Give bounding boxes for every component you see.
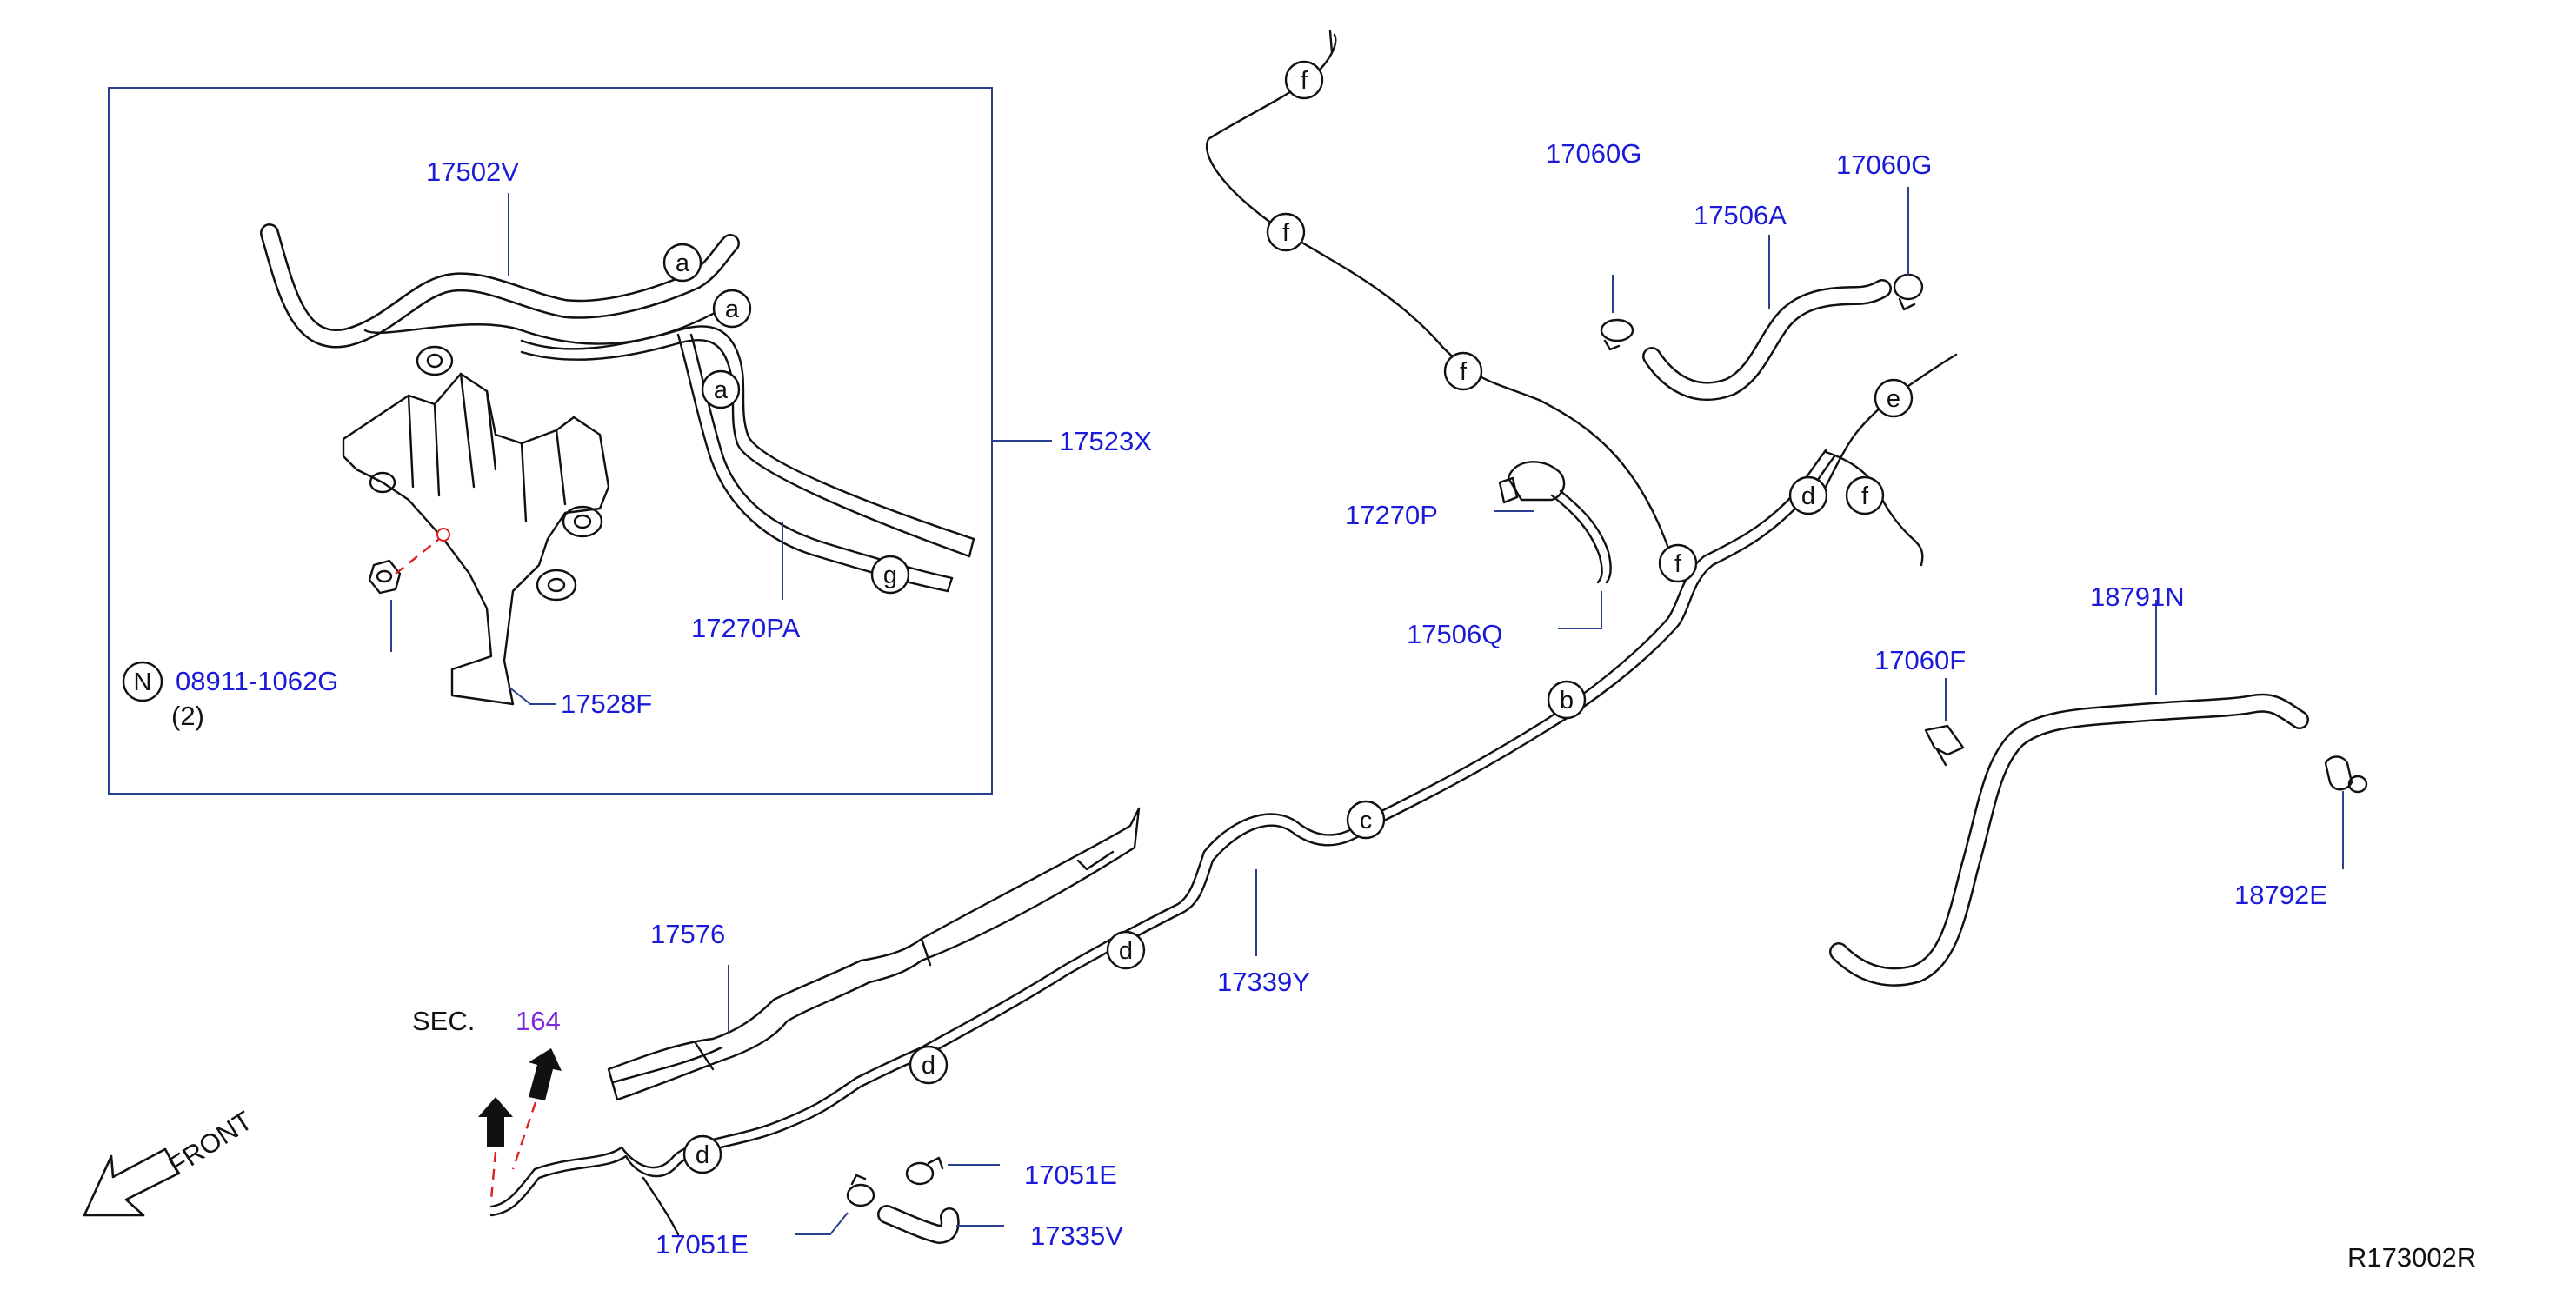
bracket-17528F: [342, 345, 610, 706]
svg-text:a: a: [676, 249, 690, 277]
svg-text:d: d: [922, 1052, 935, 1080]
label-17502V: 17502V: [426, 156, 519, 187]
svg-text:a: a: [714, 376, 729, 404]
label-17339Y: 17339Y: [1217, 967, 1310, 997]
callout-c: c: [1346, 800, 1386, 840]
clamp-17051E-left: [846, 1174, 875, 1207]
label-sec-164: 164: [516, 1006, 561, 1036]
svg-text:f: f: [1674, 550, 1682, 578]
svg-text:f: f: [1282, 219, 1290, 247]
clamp-17060G-left: [1600, 318, 1634, 351]
callout-a-1: a: [662, 243, 702, 283]
svg-text:g: g: [883, 562, 897, 589]
svg-text:b: b: [1560, 687, 1574, 715]
callout-n-symbol: N: [122, 661, 163, 702]
callout-g: g: [870, 555, 910, 595]
clamp-17051E-right: [905, 1156, 944, 1186]
callout-d-1: d: [1788, 475, 1828, 515]
label-17060G-left: 17060G: [1546, 138, 1641, 169]
label-08911-1062G: 08911-1062G: [176, 666, 338, 696]
label-17576: 17576: [650, 919, 725, 949]
callout-e: e: [1874, 378, 1914, 418]
svg-text:e: e: [1887, 385, 1900, 413]
hose-18791N: [1829, 693, 2309, 987]
label-17335V: 17335V: [1030, 1220, 1123, 1251]
label-17051E-right: 17051E: [1024, 1160, 1117, 1190]
label-qty-2: (2): [171, 701, 204, 731]
svg-text:a: a: [725, 296, 740, 323]
bolt-hole: [436, 528, 450, 542]
svg-text:f: f: [1460, 358, 1468, 386]
inset-fuel-lines: [520, 325, 975, 593]
label-front: FRONT: [163, 1105, 258, 1181]
label-18791N: 18791N: [2090, 582, 2185, 612]
figure-reference: R173002R: [2347, 1242, 2476, 1273]
hose-17335V: [877, 1205, 960, 1244]
callout-f-4: f: [1658, 543, 1698, 583]
label-18792E: 18792E: [2234, 880, 2327, 910]
clamp-17060G-right: [1893, 273, 1924, 311]
svg-text:c: c: [1360, 807, 1373, 835]
callout-a-3: a: [701, 369, 741, 409]
label-17051E-left: 17051E: [656, 1229, 749, 1260]
callout-f-1: f: [1284, 60, 1324, 100]
callout-d-2: d: [1106, 930, 1146, 970]
up-arrow-icon: [478, 1048, 562, 1200]
clamp-17060F: [1924, 724, 1965, 767]
svg-text:d: d: [696, 1141, 709, 1169]
label-17270PA: 17270PA: [691, 613, 801, 643]
callout-a-2: a: [712, 289, 752, 329]
vapor-line-upper: [1205, 30, 1674, 580]
svg-text:f: f: [1301, 67, 1308, 95]
svg-text:d: d: [1801, 482, 1815, 510]
svg-text:d: d: [1119, 937, 1133, 965]
callout-f-2: f: [1266, 212, 1306, 252]
label-17528F: 17528F: [561, 688, 652, 719]
clip-18792E: [2324, 755, 2368, 794]
fuel-line-17339Y: [489, 449, 1836, 1236]
callout-b: b: [1547, 680, 1587, 720]
label-17506A: 17506A: [1694, 200, 1787, 230]
tube-17502V: [260, 223, 740, 349]
label-17270P: 17270P: [1345, 500, 1438, 530]
nut-08911-1062G: [368, 538, 440, 595]
label-17060F: 17060F: [1874, 645, 1966, 675]
label-sec: SEC.: [412, 1006, 475, 1036]
protector-17576: [607, 807, 1141, 1101]
callout-d-3: d: [909, 1045, 949, 1085]
front-arrow-icon: [83, 1147, 180, 1217]
svg-text:N: N: [134, 668, 152, 696]
vapor-line-e: [1824, 353, 1958, 567]
label-17506Q: 17506Q: [1407, 619, 1502, 649]
hose-17506A: [1642, 279, 1892, 401]
svg-text:f: f: [1861, 482, 1869, 510]
connector-17270P: [1498, 461, 1612, 584]
label-17523X: 17523X: [1059, 426, 1152, 456]
callout-d-4: d: [682, 1134, 722, 1174]
callout-f-5: f: [1845, 475, 1885, 515]
label-17060G-right: 17060G: [1836, 150, 1932, 180]
callout-f-3: f: [1443, 351, 1483, 391]
